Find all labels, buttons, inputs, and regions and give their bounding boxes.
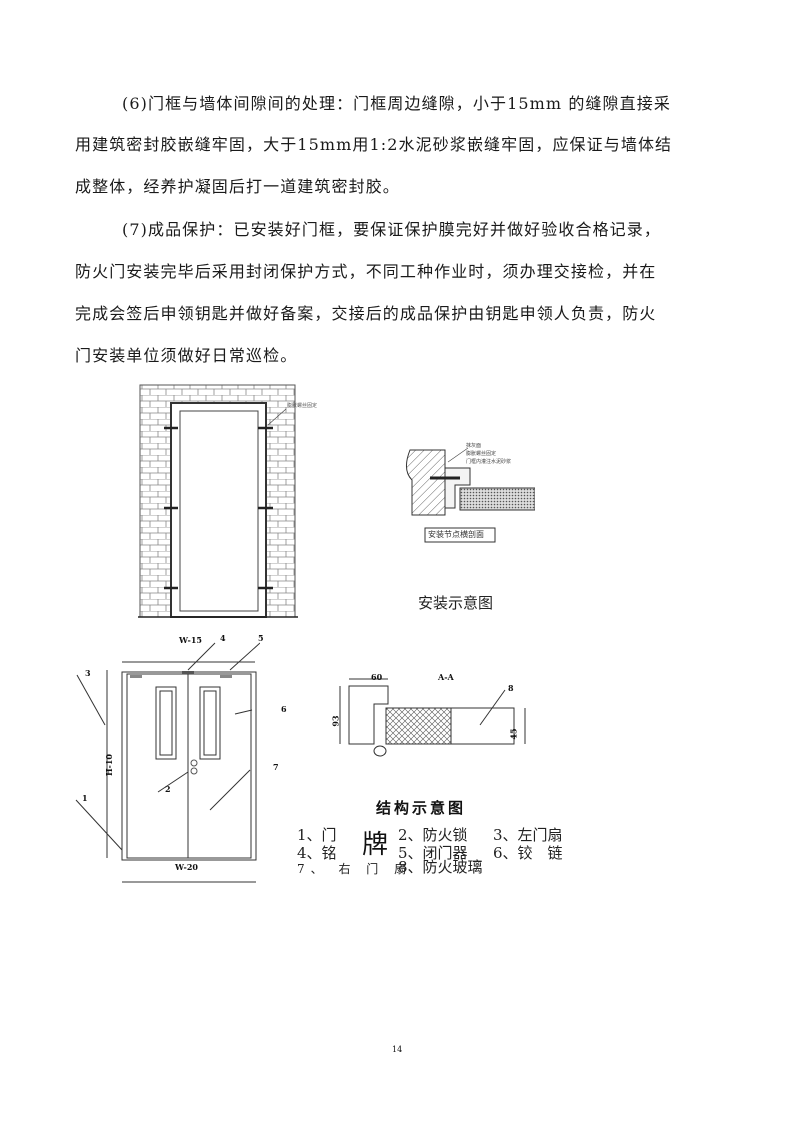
callout-1: 1 <box>82 793 88 803</box>
legend-6: 6、铰 链 <box>493 844 563 862</box>
paragraph-7-line-2: 防火门安装完毕后采用封闭保护方式，不同工种作业时，须办理交接检，并在 <box>75 262 657 281</box>
dim-frame-depth: 93 <box>330 715 341 727</box>
installation-node-section-drawing <box>406 447 535 543</box>
callout-3: 3 <box>85 668 91 678</box>
dim-frame-width: 60 <box>371 672 383 682</box>
callout-8: 8 <box>508 683 514 693</box>
callout-7: 7 <box>273 762 279 772</box>
legend-1: 1、门 <box>297 826 337 844</box>
paragraph-7-line-4: 门安装单位须做好日常巡检。 <box>75 346 298 365</box>
legend-5: 5、闭门器 <box>398 844 468 862</box>
paragraph-6-line-3: 成整体，经养护凝固后打一道建筑密封胶。 <box>75 177 400 196</box>
door-anchor-label: 膨胀螺丝固定 <box>287 403 318 409</box>
dim-leaf-thickness: 45 <box>508 728 519 740</box>
section-a-a-drawing <box>339 678 526 757</box>
callout-2: 2 <box>165 784 171 794</box>
section-label-mortar: 门框内灌注水泥砂浆 <box>466 459 512 465</box>
legend-4: 4、铭 <box>297 844 337 862</box>
section-label-plaster: 抹灰面 <box>466 443 482 449</box>
dim-height: H-10 <box>104 753 115 777</box>
legend-3: 3、左门扇 <box>493 826 563 844</box>
legend-8: 8、防火玻璃 <box>398 858 483 876</box>
section-caption: 安装节点横剖面 <box>428 530 484 539</box>
door-installation-elevation-drawing <box>138 384 298 618</box>
dim-bottom-width: W-20 <box>175 862 198 872</box>
callout-4: 4 <box>220 633 226 643</box>
legend-2: 2、防火锁 <box>398 826 468 844</box>
paragraph-6-line-1: (6)门框与墙体间隙间的处理：门框周边缝隙，小于15mm 的缝隙直接采 <box>122 94 671 113</box>
callout-6: 6 <box>281 704 287 714</box>
paragraph-7-line-1: (7)成品保护：已安装好门框，要保证保护膜完好并做好验收合格记录， <box>122 220 661 239</box>
section-label-anchor: 膨胀螺丝固定 <box>466 451 497 457</box>
paragraph-7-line-3: 完成会签后申领钥匙并做好备案，交接后的成品保护由钥匙申领人负责，防火 <box>75 304 657 323</box>
page-number: 14 <box>392 1045 403 1054</box>
section-label: A-A <box>438 672 454 682</box>
installation-figure-caption: 安装示意图 <box>418 594 494 612</box>
callout-5: 5 <box>258 633 264 643</box>
structure-figure-title: 结构示意图 <box>376 799 467 817</box>
legend-7: 7、 右 门 扇 <box>297 862 413 876</box>
paragraph-6-line-2: 用建筑密封胶嵌缝牢固，大于15mm用1:2水泥砂浆嵌缝牢固，应保证与墙体结 <box>75 135 673 154</box>
double-door-elevation-drawing <box>75 642 260 883</box>
dim-top-width: W-15 <box>179 635 202 645</box>
legend-pai: 牌 <box>362 830 389 860</box>
